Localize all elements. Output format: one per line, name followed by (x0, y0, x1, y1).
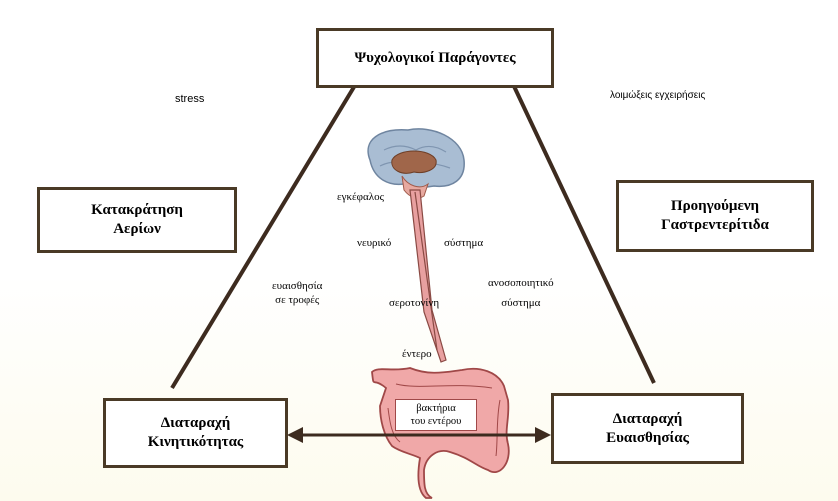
immune-system-line-1: ανοσοποιητικό (488, 276, 554, 290)
previous-gastroenteritis-label-1: Προηγούμενη (671, 197, 759, 216)
gut-bacteria-label: βακτήρια του εντέρου (395, 399, 477, 431)
food-sensitivity-line-2: σε τροφές (272, 293, 322, 307)
system-label: σύστημα (444, 236, 483, 250)
gut-bacteria-line-1: βακτήρια (396, 402, 476, 415)
spinal-cord-center-line (415, 192, 437, 350)
motility-disorder-label-2: Κινητικότητας (148, 433, 244, 452)
sensitivity-disorder-box: Διαταραχή Ευαισθησίας (551, 393, 744, 464)
brain-icon (368, 129, 464, 198)
intestine-icon (372, 368, 509, 498)
previous-gastroenteritis-box: Προηγούμενη Γαστρεντερίτιδα (616, 180, 814, 252)
infections-label: λοιμώξεις εγχειρήσεις (610, 89, 705, 103)
gas-retention-box: Κατακράτηση Αερίων (37, 187, 237, 253)
gut-bacteria-line-2: του εντέρου (396, 415, 476, 428)
sensitivity-disorder-label-1: Διαταραχή (613, 410, 683, 429)
stress-label: stress (175, 92, 204, 106)
gas-retention-label-1: Κατακράτηση (91, 201, 183, 220)
previous-gastroenteritis-label-2: Γαστρεντερίτιδα (661, 216, 769, 235)
food-sensitivity-line-1: ευαισθησία (272, 279, 322, 293)
motility-disorder-label-1: Διαταραχή (161, 414, 231, 433)
spinal-cord-icon (410, 190, 446, 362)
serotonin-label: σεροτονίνη (389, 296, 439, 310)
arrow-head-left (287, 427, 303, 443)
brain-label: εγκέφαλος (337, 190, 384, 204)
motility-disorder-box: Διαταραχή Κινητικότητας (103, 398, 288, 468)
arrow-head-right (535, 427, 551, 443)
nervous-label: νευρικό (357, 236, 391, 250)
immune-system-line-2: σύστημα (488, 296, 554, 310)
gut-label: έντερο (402, 347, 432, 361)
psychological-factors-box: Ψυχολογικοί Παράγοντες (316, 28, 554, 88)
food-sensitivity-label: ευαισθησία σε τροφές (272, 279, 322, 307)
gas-retention-label-2: Αερίων (113, 220, 161, 239)
immune-system-label: ανοσοποιητικό σύστημα (488, 276, 554, 310)
sensitivity-disorder-label-2: Ευαισθησίας (606, 429, 689, 448)
psychological-factors-label: Ψυχολογικοί Παράγοντες (354, 49, 515, 68)
